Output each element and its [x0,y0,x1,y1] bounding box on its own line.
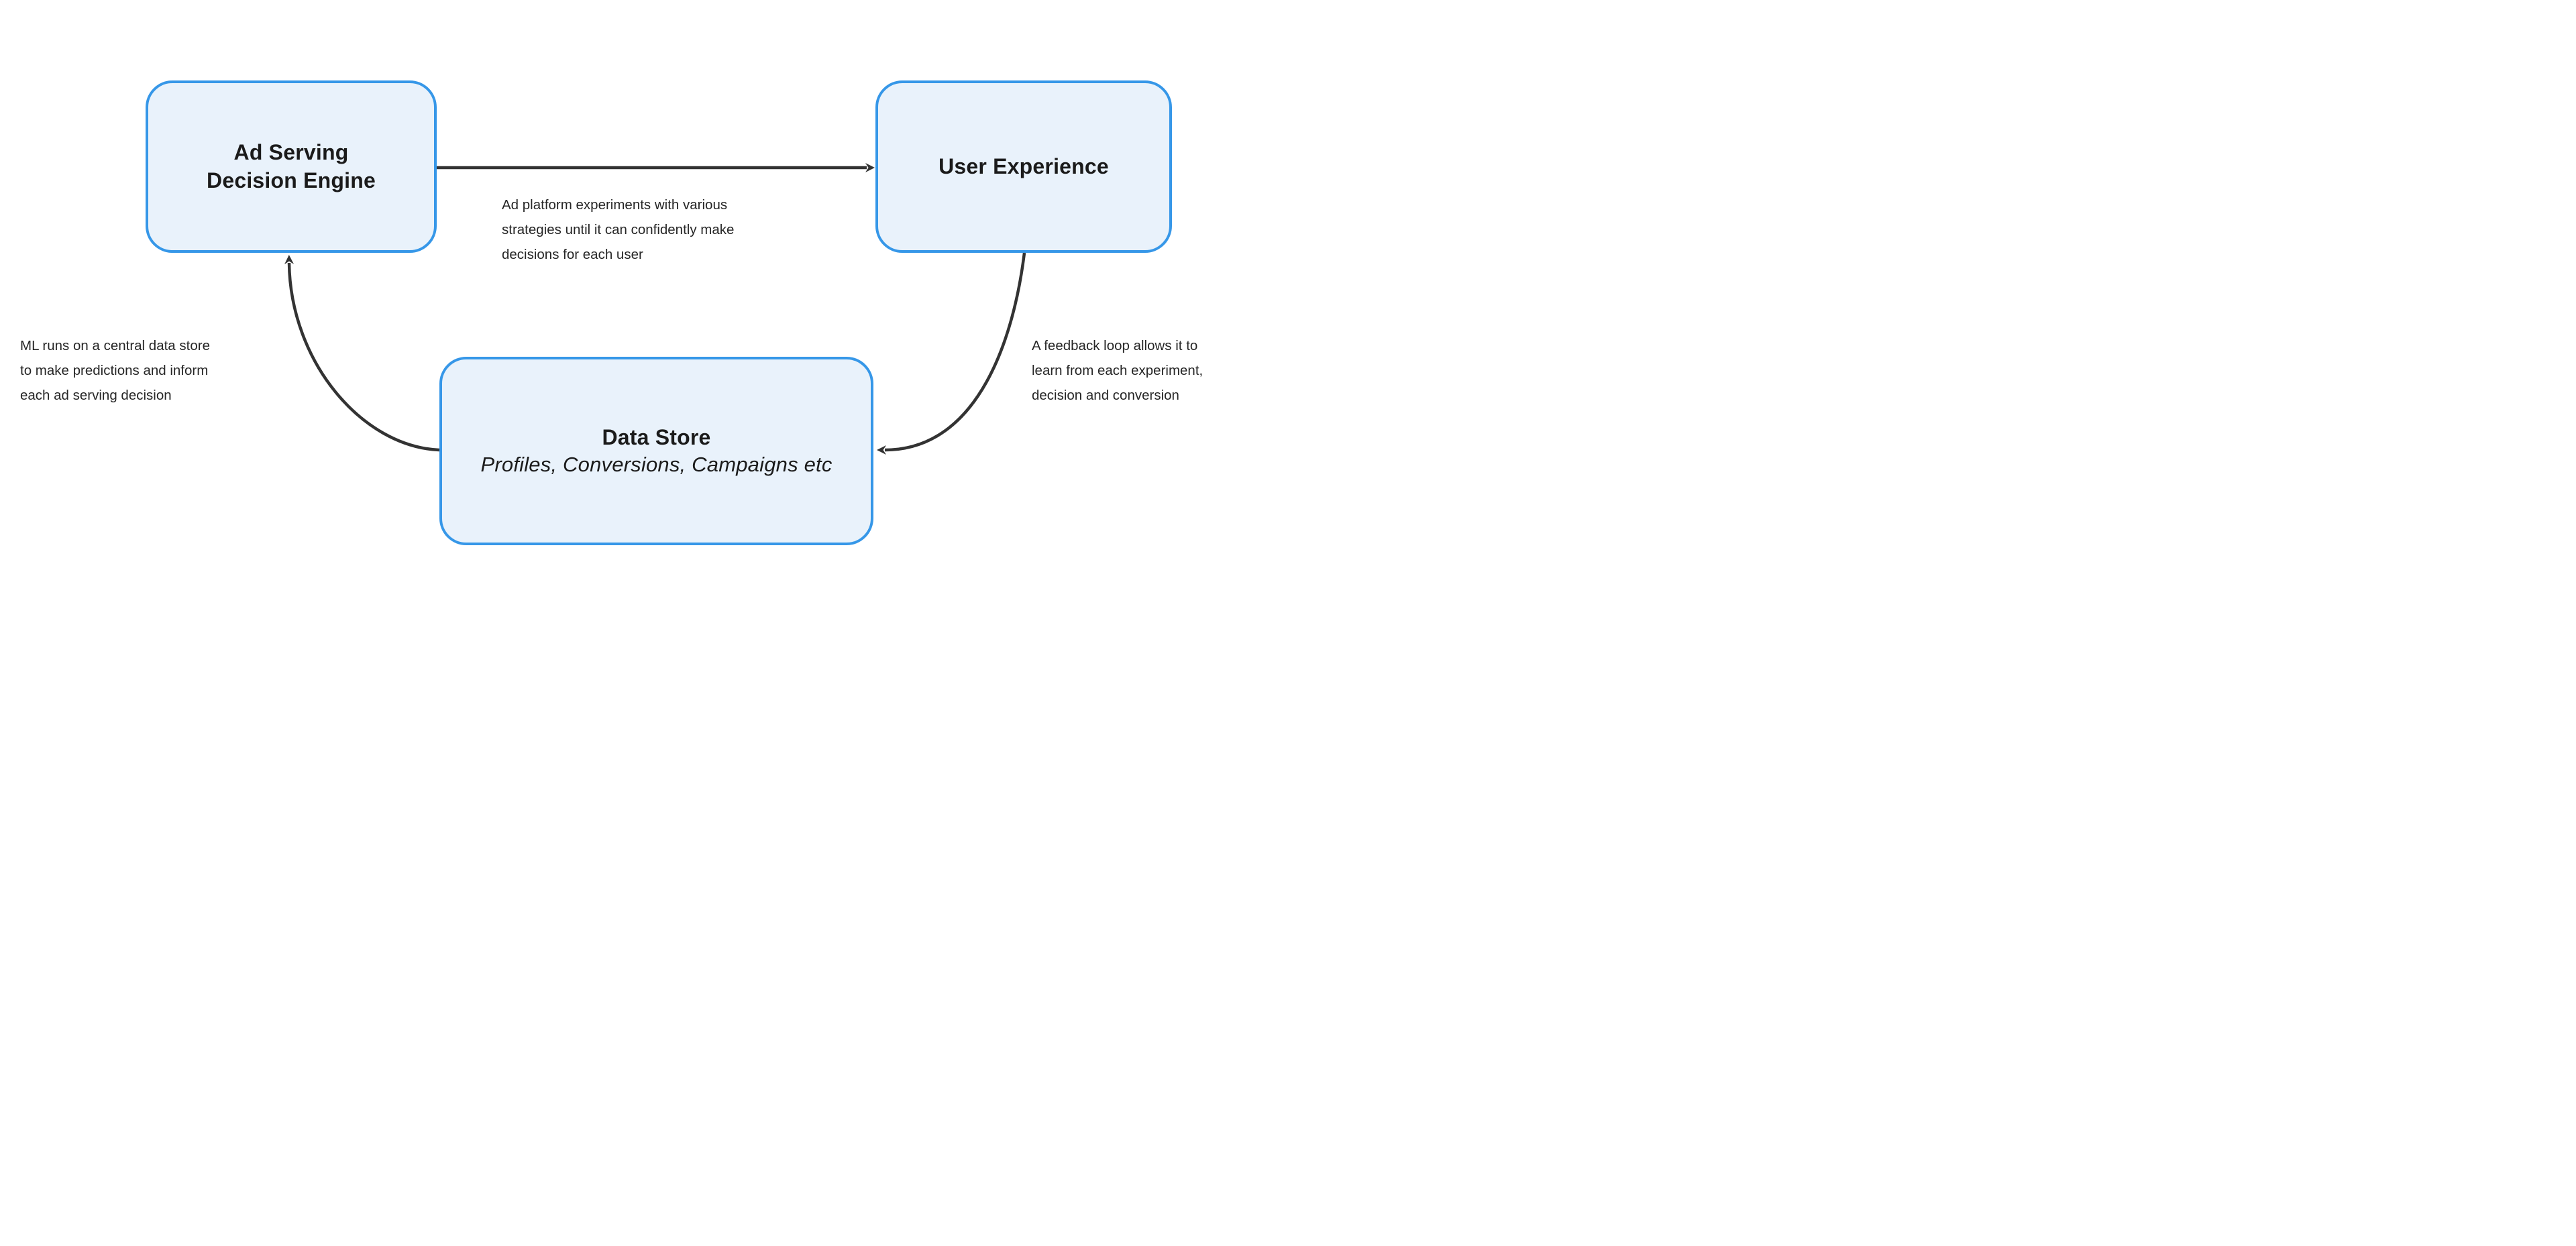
arrow-data-store-to-ad-serving [284,255,440,452]
node-data-store: Data Store Profiles, Conversions, Campai… [439,357,873,545]
arrow-user-experience-to-data-store [877,252,1026,455]
node-ad-serving-label: Ad Serving Decision Engine [207,139,376,192]
annotation-feedback-loop: A feedback loop allows it to learn from … [1032,338,1203,403]
node-user-experience: User Experience [875,80,1172,253]
node-data-store-title: Data Store [602,424,711,449]
annotation-experimentation: Ad platform experiments with various str… [502,197,735,262]
node-data-store-subtitle: Profiles, Conversions, Campaigns etc [480,453,833,477]
node-ad-serving-decision-engine: Ad Serving Decision Engine [146,80,437,253]
node-user-experience-label: User Experience [938,154,1109,178]
diagram-canvas: Ad Serving Decision Engine User Experien… [0,0,1288,623]
annotation-ml-predictions: ML runs on a central data store to make … [20,338,210,403]
